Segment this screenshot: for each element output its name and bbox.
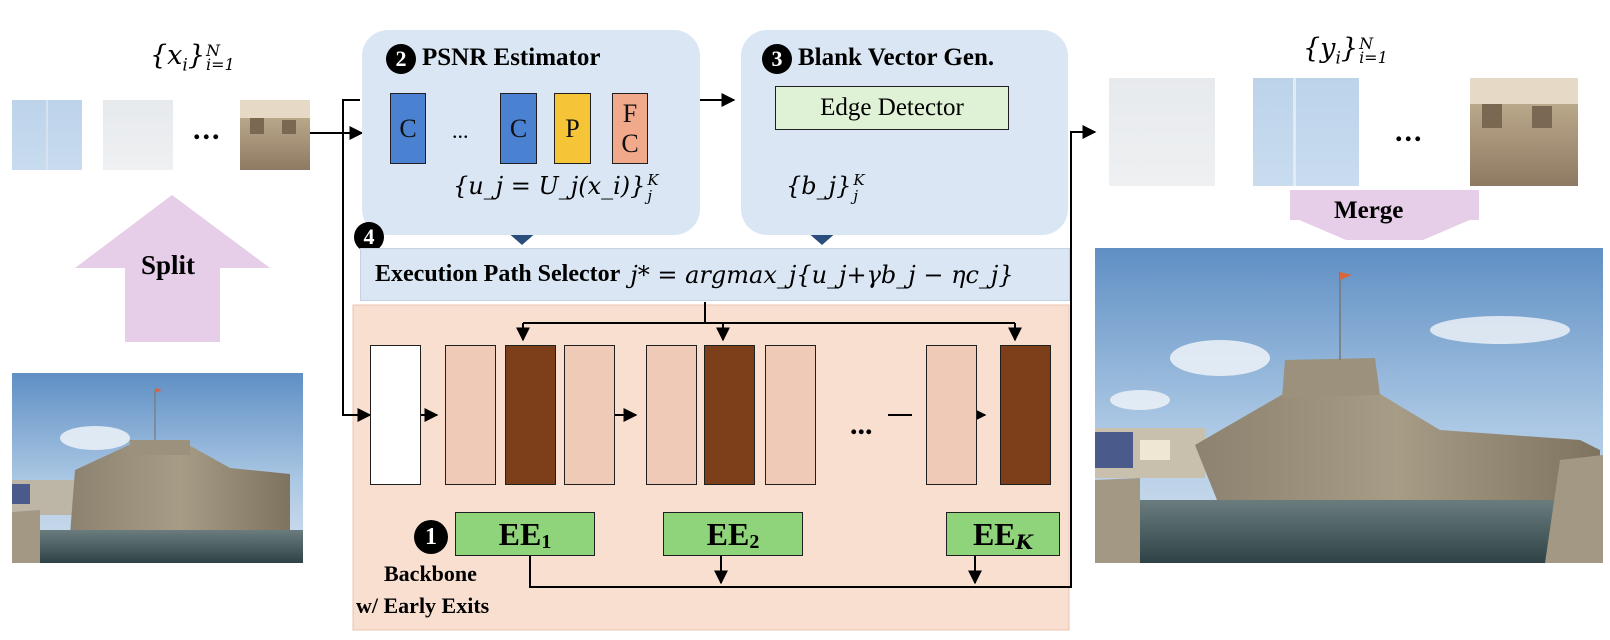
output-photo: [1095, 248, 1603, 563]
step-2-badge: 2: [386, 44, 416, 75]
step-1-badge: 1: [414, 520, 448, 554]
merge-arrow: [1290, 216, 1479, 240]
split-arrow: [75, 195, 270, 342]
backbone-label: Backbone w/ Early Exits: [356, 561, 490, 618]
backbone-block-5: [926, 345, 977, 485]
conv-block-1: C: [390, 93, 426, 164]
output-patch-2: [1253, 78, 1359, 186]
input-patch-k: [240, 100, 310, 170]
backbone-block-4: [765, 345, 816, 485]
exit-point-block-2: [704, 345, 755, 485]
step-3-badge: 3: [762, 44, 792, 75]
input-patch-ellipsis: ...: [193, 113, 222, 146]
input-photo: [12, 373, 303, 563]
exit-point-block-k: [1000, 345, 1051, 485]
step-1-badge-wrap: 1: [414, 520, 454, 554]
step-4-badge-wrap: 4: [354, 222, 390, 252]
blank-vector-panel: [741, 30, 1068, 235]
backbone-block-1: [445, 345, 496, 485]
backbone-block-3: [646, 345, 697, 485]
edge-detector-box: Edge Detector: [775, 86, 1009, 130]
backbone-ellipsis: ...: [850, 408, 873, 441]
backbone-block-2: [564, 345, 615, 485]
pool-block: P: [554, 93, 591, 164]
psnr-ellipsis: ...: [452, 118, 469, 143]
input-patch-1: [12, 100, 82, 170]
merge-label: Merge: [1334, 197, 1404, 224]
output-patch-1: [1109, 78, 1215, 186]
conv-block-2: C: [500, 93, 537, 164]
input-patch-2: [103, 100, 173, 170]
output-patch-ellipsis: ...: [1395, 115, 1424, 148]
trunk-up-line: [342, 99, 360, 133]
merge-arrow-body: [1290, 190, 1479, 220]
backbone-input-block: [370, 345, 421, 485]
split-label: Split: [141, 250, 196, 280]
exit-bus: [529, 125, 1097, 588]
output-patch-k: [1470, 78, 1578, 186]
step-4-badge: 4: [354, 222, 384, 252]
trunk-down-arrow: [342, 133, 372, 422]
exit-point-block-1: [505, 345, 556, 485]
